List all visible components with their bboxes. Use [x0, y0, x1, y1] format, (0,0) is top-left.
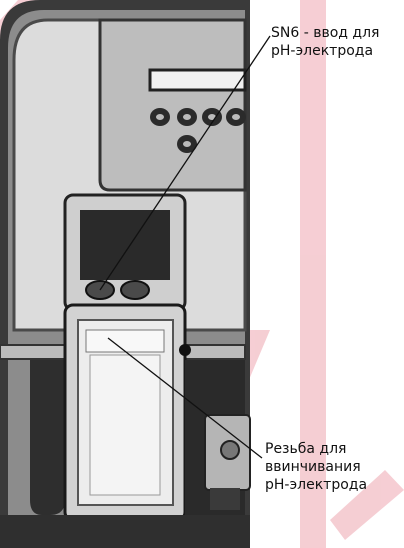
callout-sn6-input: SN6 - ввод для pH-электрода	[271, 24, 379, 60]
electrode-chamber	[63, 303, 191, 522]
keypad	[150, 108, 246, 153]
leader-line-bottom	[107, 337, 263, 459]
leader-lines	[99, 35, 271, 459]
callout-bottom-line3: pH-электрода	[265, 477, 368, 493]
device-body	[0, 0, 251, 548]
callout-bottom-line1: Резьба для	[265, 441, 347, 457]
display-window	[148, 68, 247, 92]
callout-bottom-line2: ввинчивания	[265, 459, 361, 475]
callout-top-line1: SN6 - ввод для	[271, 25, 380, 41]
leader-line-top	[99, 35, 271, 291]
callout-thread: Резьба для ввинчивания pH-электрода	[265, 440, 367, 494]
electrode-ports	[85, 280, 150, 300]
callout-top-line2: pH-электрода	[271, 43, 374, 59]
